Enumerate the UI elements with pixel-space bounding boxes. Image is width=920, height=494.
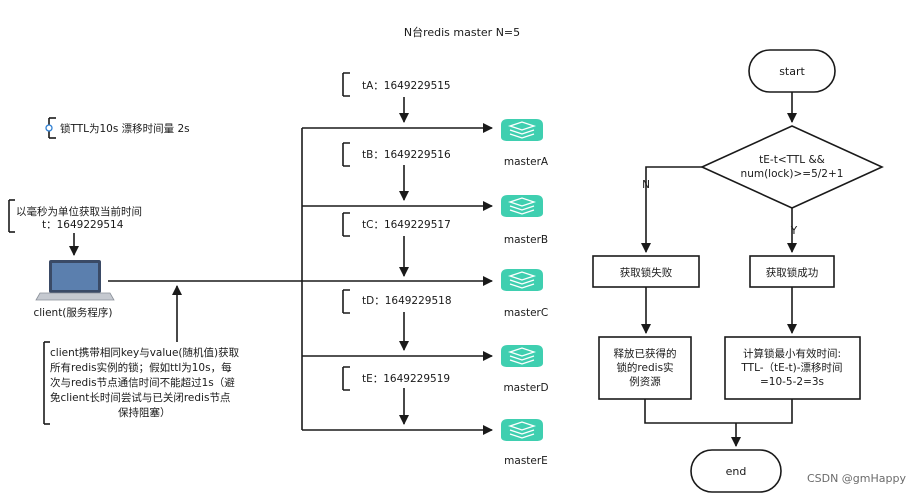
client-desc-line3: 次与redis节点通信时间不能超过1s（避 [50,376,235,389]
master-a-label: masterA [504,156,549,168]
master-e: masterE [500,418,548,467]
master-c: masterC [500,268,548,319]
master-d-label: masterD [503,382,548,394]
redis-icon [500,268,544,292]
client-desc-note: client携带相同key与value(随机值)获取 所有redis实例的锁；假… [43,341,240,425]
time-c-text: tC：1649229517 [362,219,451,231]
compute-line2: TTL-（tE-t)-漂移时间 [740,361,842,374]
client-desc-line4: 免client长时间尝试与已关闭redis节点 [50,391,230,404]
time-note: 以毫秒为单位获取当前时间 t：1649229514 [8,199,142,233]
client-label: client(服务程序) [33,306,112,319]
time-step-a: tA：1649229515 [342,72,451,123]
time-step-e: tE：1649229519 [342,366,450,425]
end-terminal [690,449,782,493]
master-a: masterA [500,118,549,168]
compute-line1: 计算锁最小有效时间: [743,347,841,360]
lock-ttl-text: 锁TTL为10s 漂移时间量 2s [60,122,190,135]
time-step-d: tD：1649229518 [342,289,452,351]
end-label: end [726,465,747,478]
diagram-title: N台redis master N=5 [404,25,520,39]
watermark: CSDN @gmHappy [807,472,907,485]
redis-icon [500,418,544,442]
master-e-label: masterE [504,455,548,467]
master-b: masterB [500,194,548,246]
no-label: N [642,179,650,191]
note-handle-icon [45,124,53,132]
start-label: start [779,65,805,78]
time-note-line1: 以毫秒为单位获取当前时间 [16,205,142,218]
redis-icon [500,118,544,142]
yes-label: Y [790,225,798,237]
laptop-icon [35,260,115,301]
master-d: masterD [500,344,549,394]
time-step-c: tC：1649229517 [342,212,451,277]
time-note-line2: t：1649229514 [42,219,124,231]
release-line3: 例资源 [629,375,661,388]
release-line1: 释放已获得的 [614,347,677,360]
time-a-text: tA：1649229515 [362,80,451,92]
time-e-text: tE：1649229519 [362,373,450,385]
fail-label: 获取锁失败 [620,266,673,279]
time-step-b: tB：1649229516 [342,142,451,201]
lock-ttl-note: 锁TTL为10s 漂移时间量 2s [45,117,190,139]
compute-line3: =10-5-2=3s [760,376,824,388]
success-box [749,255,835,288]
client-desc-line5: 保持阻塞） [118,406,171,419]
release-box [598,336,692,400]
decision-line2: num(lock)>=5/2+1 [741,168,844,180]
time-b-text: tB：1649229516 [362,149,451,161]
compute-box [724,336,861,400]
master-c-label: masterC [504,307,548,319]
decision-diamond [700,125,884,209]
flowchart: start tE-t<TTL && num(lock)>=5/2+1 N Y 获… [592,49,884,493]
client-desc-line1: client携带相同key与value(随机值)获取 [50,346,240,359]
success-label: 获取锁成功 [766,266,819,279]
decision-line1: tE-t<TTL && [759,154,825,166]
fail-box [592,255,700,288]
release-line2: 锁的redis实 [616,361,673,374]
client-desc-line2: 所有redis实例的锁；假如ttl为10s，每 [50,361,232,374]
master-b-label: masterB [504,234,548,246]
time-d-text: tD：1649229518 [362,295,452,307]
redis-icon [500,344,544,368]
redis-icon [500,194,544,218]
